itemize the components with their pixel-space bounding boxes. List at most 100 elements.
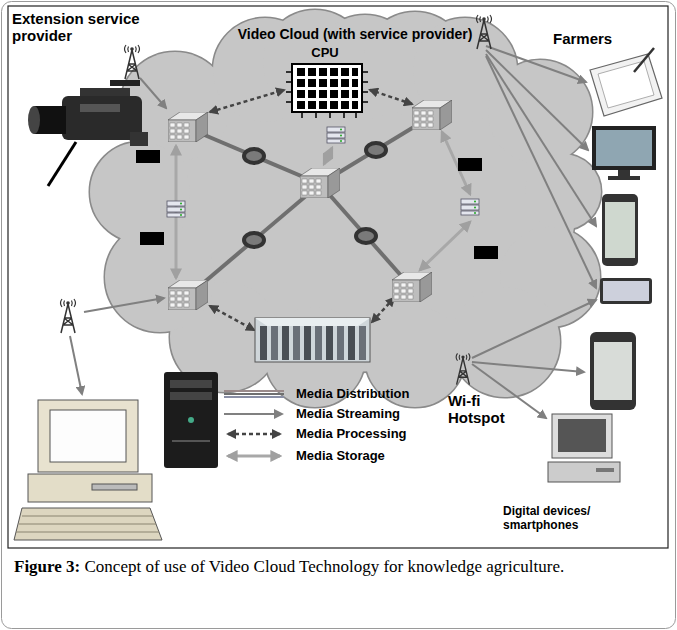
farmer-devices-part — [548, 462, 620, 482]
old-computer-part — [16, 516, 159, 532]
farmer-devices-part — [592, 126, 656, 170]
cpu-chip-part-part — [308, 101, 316, 109]
cpu-chip-part-part — [352, 90, 358, 98]
caption-box: Figure 3: Concept of use of Video Cloud … — [14, 556, 662, 578]
tower-pc-part — [172, 440, 210, 442]
cloud-bump — [488, 60, 592, 164]
legend-text: Media Storage — [296, 449, 385, 464]
cpu-chip-part-part — [319, 79, 327, 87]
tower-pc-part — [170, 380, 212, 388]
video-camera-part — [80, 88, 130, 96]
farmer-devices-part — [590, 54, 662, 116]
cpu-chip-part-part — [297, 90, 305, 98]
farmer-devices-part — [618, 170, 630, 176]
server-room-photo — [255, 318, 370, 362]
cloud-bump — [525, 154, 601, 230]
farmers-label: Farmers — [553, 30, 653, 47]
storage-icons-part — [327, 127, 345, 143]
cpu-chip-part-part — [330, 79, 338, 87]
video-camera-part — [130, 132, 148, 146]
figure-border — [8, 6, 668, 548]
network-rings-part — [244, 149, 264, 163]
legend-row: Media Storage — [222, 446, 437, 466]
switch-icons-part — [168, 112, 208, 142]
farmer-devices-part — [552, 414, 612, 458]
server-room-photo-part — [326, 326, 333, 360]
farmer-devices-part — [634, 48, 654, 72]
network-rings-part — [244, 233, 264, 247]
server-room-photo-part — [337, 326, 344, 360]
server-room-photo-part — [293, 326, 300, 360]
cpu-chip-part-part — [319, 101, 327, 109]
farmer-devices-part — [603, 281, 649, 301]
cpu-chip-part-part — [319, 68, 327, 76]
cpu-chip-part-part — [341, 90, 349, 98]
cpu-chip-part-part — [308, 79, 316, 87]
storage-icons-part — [461, 199, 479, 215]
old-computer-part — [14, 508, 162, 540]
farmer-devices-part — [594, 342, 632, 400]
cpu-chip-part-part — [330, 90, 338, 98]
cloud-bump — [450, 287, 560, 397]
farmer-devices-part — [608, 176, 640, 180]
black-boxes-part — [136, 150, 160, 163]
cloud-region: Video Cloud (with service provider) CPU — [85, 12, 605, 412]
storage-icons-part — [167, 201, 185, 217]
video-camera-part — [28, 106, 40, 134]
cpu-chip-part — [292, 64, 362, 112]
old-computer-part — [92, 484, 137, 490]
video-camera-part — [80, 104, 120, 112]
tower-pc-part — [164, 372, 218, 468]
processing-sample — [228, 433, 280, 436]
legend-text: Media Streaming — [296, 407, 400, 422]
streaming-arrows — [70, 46, 596, 418]
provider-label: Extension service provider — [12, 10, 172, 45]
tower-pc — [164, 372, 218, 468]
server-room-photo-part — [271, 326, 278, 360]
cpu-chip-part-part — [352, 79, 358, 87]
cloud-title: Video Cloud (with service provider) — [238, 26, 473, 42]
farmer-devices-part — [596, 468, 614, 472]
farmer-devices-part — [602, 194, 638, 266]
cloud-shape — [85, 12, 605, 412]
cpu-chip-part-part — [330, 101, 338, 109]
cpu-chip-part-part — [341, 68, 349, 76]
video-camera-part — [110, 80, 140, 86]
server-room-photo-part — [255, 318, 370, 362]
cpu-chip-part-part — [341, 101, 349, 109]
tower-pc-part — [188, 417, 194, 423]
network-rings-part — [356, 229, 376, 243]
farmer-devices-part — [598, 61, 654, 108]
black-boxes-part — [140, 232, 164, 245]
devices-label: Digital devices/ smartphones — [503, 505, 627, 533]
devices-label-box: Digital devices/ smartphones — [503, 505, 627, 533]
streaming-arrows-part — [70, 336, 82, 394]
legend-row: Media Processing — [222, 424, 437, 444]
provider-label-box: Extension service provider — [12, 10, 172, 45]
old-computer-part — [28, 474, 152, 502]
cloud-bump — [170, 282, 280, 392]
cpu-chip-part-part — [341, 79, 349, 87]
legend-row: Media Streaming — [222, 404, 437, 424]
server-room-photo-part — [304, 326, 311, 360]
hotspot-label: Wi-fi Hotspot — [448, 392, 524, 427]
cpu-chip-part-part — [352, 68, 358, 76]
server-room-photo-part — [255, 318, 370, 326]
legend-text: Media Processing — [296, 427, 407, 442]
legend-sample — [222, 427, 286, 441]
distribution-sample — [224, 396, 284, 398]
switch-icons-part — [300, 168, 340, 198]
cpu-chip-part-part — [308, 68, 316, 76]
cpu-chip-part — [297, 68, 358, 109]
streaming-sample — [224, 413, 282, 415]
farmers-label-box: Farmers — [553, 30, 653, 47]
black-boxes-part — [458, 158, 482, 171]
cloud-bump — [105, 222, 215, 332]
cpu-chip-part-part — [308, 90, 316, 98]
cpu-label: CPU — [311, 46, 338, 61]
old-computer-part — [50, 410, 126, 462]
switch-icons-part — [412, 100, 452, 130]
farmer-devices-part — [605, 202, 635, 258]
